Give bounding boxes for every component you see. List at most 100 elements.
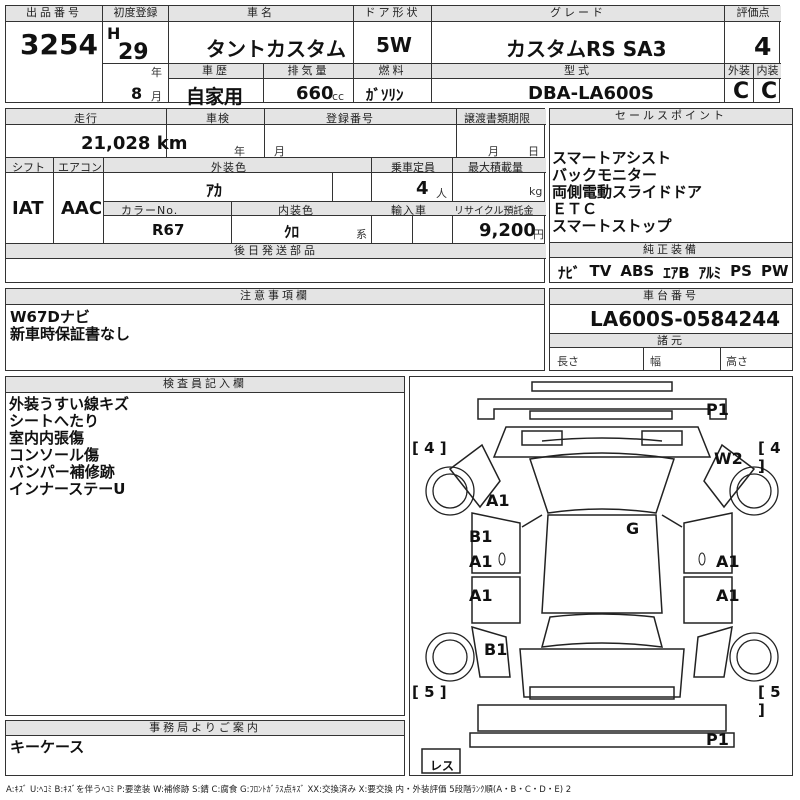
damage-mark: A1 xyxy=(716,552,740,571)
car-name-label: 車名 xyxy=(169,6,353,22)
interior-value: C xyxy=(761,79,778,104)
chassis-section: 車台番号 LA600S-0584244 諸元 長さ 幅 高さ xyxy=(549,288,793,371)
exterior-label: 外装 xyxy=(725,64,753,79)
fuel-label: 燃料 xyxy=(354,64,431,79)
shift-label: シフト xyxy=(12,161,45,174)
int-color-value: ｸﾛ xyxy=(284,223,300,241)
grade-label: グレード xyxy=(432,6,724,22)
width-label: 幅 xyxy=(650,355,661,368)
chassis-value: LA600S-0584244 xyxy=(590,307,781,331)
grade-value: カスタムRS SA3 xyxy=(506,37,667,61)
ext-color-value: ｱｶ xyxy=(206,181,223,200)
door-label: ドア形状 xyxy=(354,6,431,22)
list-item: コンソール傷 xyxy=(9,446,100,464)
displacement-label: 排気量 xyxy=(264,64,353,79)
damage-mark: A1 xyxy=(469,586,493,605)
inspection-month-unit: 月 xyxy=(274,145,285,158)
list-item: 外装うすい線キズ xyxy=(9,395,130,413)
tire-front-left: [ 4 ] xyxy=(412,439,447,457)
interior-label: 内装 xyxy=(754,64,781,79)
damage-mark: P1 xyxy=(706,400,729,419)
equipment-label: 純正装備 xyxy=(550,243,792,258)
month-unit: 月 xyxy=(151,90,162,103)
year-unit: 年 xyxy=(151,66,162,79)
list-item: キーケース xyxy=(10,738,85,756)
notes-label: 注意事項欄 xyxy=(6,289,544,305)
inspector-list: 外装うすい線キズ シートへたり 室内内張傷 コンソール傷 バンパー補修跡 インナ… xyxy=(9,396,129,498)
shift-value: IAT xyxy=(12,198,44,219)
exterior-value: C xyxy=(733,79,750,104)
tire-rear-right: [ 5 ] xyxy=(758,683,781,719)
displacement-value: 660 xyxy=(296,83,334,104)
damage-mark: B1 xyxy=(469,527,493,546)
first-reg-label: 初度登録 xyxy=(103,6,168,22)
inspection-year-unit: 年 xyxy=(234,145,245,158)
month-value: 8 xyxy=(131,84,143,103)
car-outline xyxy=(421,381,779,774)
ext-color-label: 外装色 xyxy=(211,161,247,174)
spare-tire: レス xyxy=(430,759,455,773)
list-item: PW xyxy=(760,262,789,280)
list-item: ﾅﾋﾞ xyxy=(558,264,581,282)
header-section: 出品番号 初度登録 車名 ドア形状 グレード 評価点 3254 H 29 年 タ… xyxy=(5,5,781,108)
list-item: W67Dナビ xyxy=(10,308,90,326)
int-color-label: 内装色 xyxy=(278,204,314,217)
recycle-value: 9,200 xyxy=(479,220,536,241)
color-no-value: R67 xyxy=(152,221,185,239)
sales-points-section: セールスポイント スマートアシスト バックモニター 両側電動スライドドア ＥＴＣ… xyxy=(549,108,793,283)
fuel-value: ｶﾞｿﾘﾝ xyxy=(366,86,404,104)
list-item: スマートアシスト xyxy=(552,149,671,167)
score-value: 4 xyxy=(754,32,772,61)
import-label: 輸入車 xyxy=(391,204,427,217)
tire-front-right: [ 4 ] xyxy=(758,439,781,475)
list-item: ＥＴＣ xyxy=(552,200,598,218)
list-item: 両側電動スライドドア xyxy=(552,183,703,201)
list-item: インナーステーU xyxy=(9,480,126,498)
notes-section: 注意事項欄 W67Dナビ 新車時保証書なし xyxy=(5,288,545,371)
inspector-section: 検査員記入欄 外装うすい線キズ シートへたり 室内内張傷 コンソール傷 バンパー… xyxy=(5,376,405,716)
model-label: 型式 xyxy=(432,64,724,79)
history-value: 自家用 xyxy=(186,86,244,108)
damage-mark: A1 xyxy=(486,491,510,510)
mileage-label: 走行 xyxy=(74,112,98,125)
inspector-label: 検査員記入欄 xyxy=(6,377,404,393)
damage-mark: B1 xyxy=(484,640,508,659)
list-item: スマートストップ xyxy=(552,217,672,235)
lot-value: 3254 xyxy=(20,28,98,61)
chassis-label: 車台番号 xyxy=(550,289,792,305)
load-unit: kg xyxy=(529,185,543,198)
list-item: TV xyxy=(589,262,612,280)
era-value: H xyxy=(107,24,121,43)
damage-mark: A1 xyxy=(716,586,740,605)
office-list: キーケース xyxy=(10,739,84,756)
capacity-unit: 人 xyxy=(436,187,447,200)
length-label: 長さ xyxy=(557,355,579,368)
capacity-value: 4 xyxy=(416,178,429,199)
int-color-unit: 系 xyxy=(356,228,367,241)
damage-mark: A1 xyxy=(469,552,493,571)
lot-label: 出品番号 xyxy=(6,6,102,22)
damage-mark: W2 xyxy=(714,449,743,468)
door-value: 5W xyxy=(376,33,412,57)
list-item: ｱﾙﾐ xyxy=(698,264,722,282)
dims-label: 諸元 xyxy=(550,334,792,348)
color-no-label: カラーNo. xyxy=(121,204,179,217)
ac-value: AAC xyxy=(61,198,103,219)
list-item: バックモニター xyxy=(552,166,658,184)
list-item: PS xyxy=(730,262,752,280)
list-item: ABS xyxy=(620,262,655,280)
transfer-label: 譲渡書類期限 xyxy=(464,112,530,125)
car-name-value: タントカスタム xyxy=(206,37,346,61)
inspection-label: 車検 xyxy=(206,112,230,125)
transfer-day-unit: 日 xyxy=(528,145,539,158)
office-label: 事務局よりご案内 xyxy=(6,721,404,736)
recycle-unit: 円 xyxy=(533,228,544,241)
damage-mark: G xyxy=(626,519,640,538)
car-diagram: [ 4 ] [ 4 ] [ 5 ] [ 5 ] レス P1 W2 A1 G B1… xyxy=(409,376,793,776)
capacity-label: 乗車定員 xyxy=(391,161,435,174)
load-label: 最大積載量 xyxy=(468,161,523,174)
displacement-unit: cc xyxy=(332,90,345,103)
list-item: 室内内張傷 xyxy=(9,429,85,447)
transfer-month-unit: 月 xyxy=(488,145,499,158)
specs-section: 走行 車検 登録番号 譲渡書類期限 21,028 km 年 月 月 日 シフト … xyxy=(5,108,546,283)
